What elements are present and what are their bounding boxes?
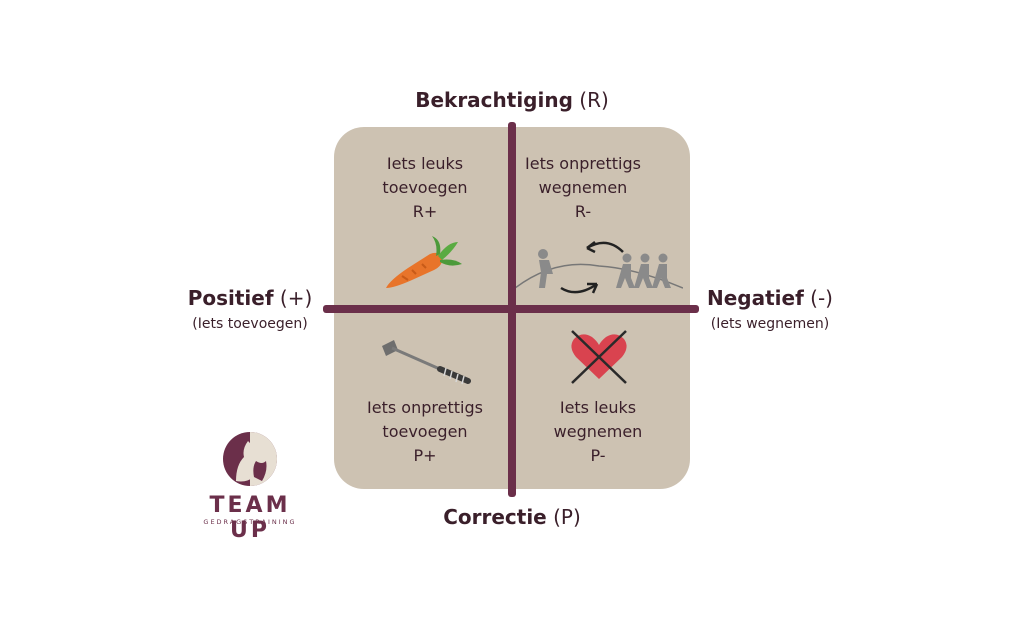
team-up-logo-icon — [223, 432, 277, 486]
logo-name: TEAM UP — [209, 493, 291, 543]
quadrant-code: R- — [574, 202, 592, 221]
quadrant-code: P- — [590, 446, 606, 465]
crossed-heart-icon — [571, 330, 627, 384]
quadrant-bottom-right-text: Iets leuks wegnemen P- — [518, 396, 678, 468]
axis-sublabel-left: (Iets toevoegen) — [192, 316, 308, 332]
axis-label-left: Positief (+) — [187, 286, 313, 310]
axis-sublabel-right: (Iets wegnemen) — [710, 316, 830, 332]
quadrant-code: R+ — [412, 202, 438, 221]
axis-label-right: Negatief (-) — [707, 286, 833, 310]
quadrant-top-left-text: Iets leuks toevoegen R+ — [345, 152, 505, 224]
horizontal-axis-line — [323, 305, 699, 313]
quadrant-top-right-text: Iets onprettigs wegnemen R- — [498, 152, 668, 224]
axis-label-bottom: Correctie (P) — [443, 505, 581, 529]
riding-whip-icon — [382, 340, 471, 385]
axis-label-top: Bekrachtiging (R) — [415, 88, 609, 112]
tug-of-war-icon — [515, 241, 683, 294]
logo-tagline: GEDRAGSTRAINING — [203, 518, 297, 526]
quadrant-code: P+ — [413, 446, 437, 465]
carrot-icon — [386, 236, 462, 288]
quadrant-bottom-left-text: Iets onprettigs toevoegen P+ — [340, 396, 510, 468]
